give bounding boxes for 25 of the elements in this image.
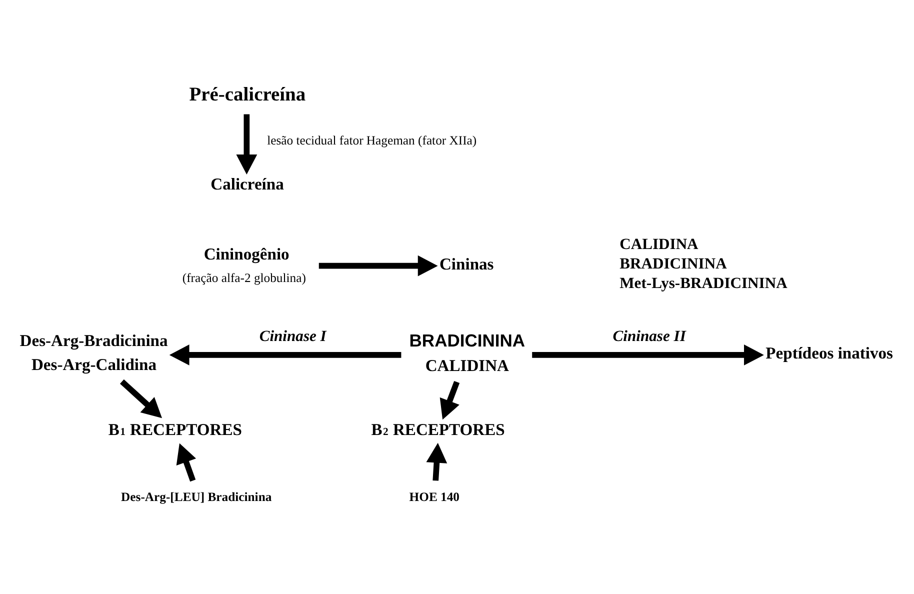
label: CALIDINA	[620, 236, 698, 253]
arrow	[440, 380, 460, 420]
label: Met-Lys-BRADICININA	[620, 274, 788, 292]
arrow	[426, 442, 448, 480]
node-text: Calicreína	[210, 174, 284, 194]
arrow	[532, 344, 764, 365]
node-text: Des-Arg-Bradicinina Des-Arg-Calidina	[20, 330, 168, 374]
arrow	[176, 442, 196, 482]
node-text: Des-Arg-[LEU] Bradicinina	[121, 489, 272, 504]
arrow	[236, 114, 258, 174]
label: BRADICININA	[620, 255, 727, 272]
arrow	[318, 254, 438, 276]
node-text: B2 RECEPTORES	[371, 419, 505, 438]
node-text: Pré-calicreína	[189, 84, 306, 105]
node-text: Cininas	[439, 254, 494, 273]
node-text: Peptídeos inativos	[766, 342, 894, 362]
arrow	[120, 378, 162, 418]
edge-label: Cininase I	[259, 328, 326, 345]
edge-label: Cininase II	[612, 328, 686, 345]
node-text: B1 RECEPTORES	[108, 419, 242, 438]
arrow	[169, 344, 402, 365]
node-text: Cininogênio (fração alfa-2 globulina)	[182, 244, 306, 284]
edge-label: lesão tecidual fator Hageman (fator XIIa)	[267, 133, 477, 148]
node-text: BRADICININA CALIDINA	[409, 330, 526, 375]
node-text: HOE 140	[409, 489, 460, 504]
